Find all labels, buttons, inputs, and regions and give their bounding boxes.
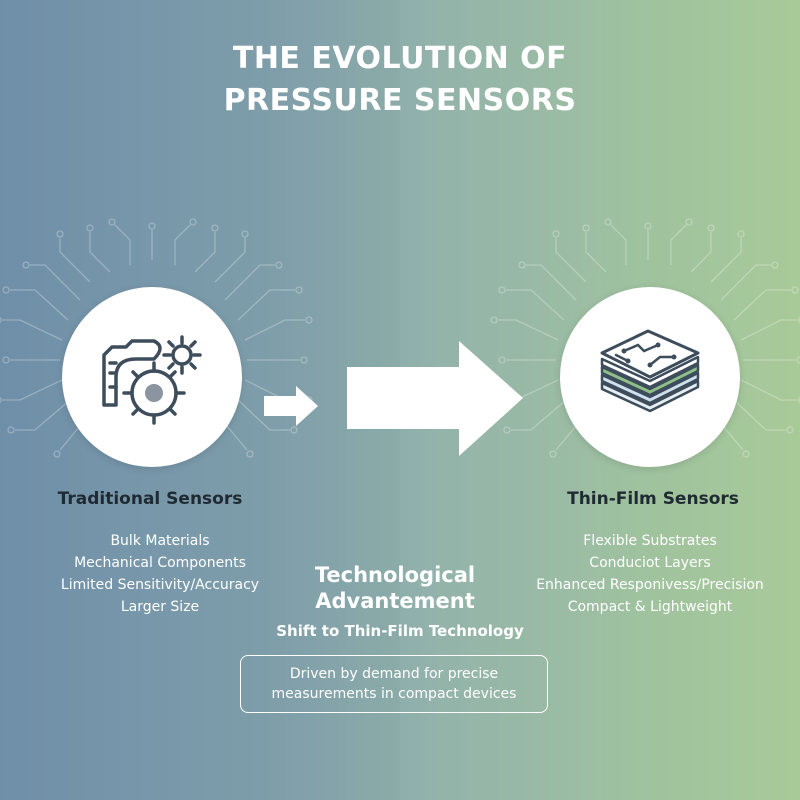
demand-note-box: Driven by demand for precise measurement… bbox=[240, 655, 548, 713]
feature-item: Flexible Substrates bbox=[583, 533, 717, 549]
title-line-1: THE EVOLUTION OF bbox=[232, 41, 568, 76]
feature-item: Compact & Lightweight bbox=[567, 599, 733, 615]
gears-mechanism-icon bbox=[102, 335, 202, 425]
center-title-line-1: Technological bbox=[314, 563, 476, 587]
feature-item: Bulk Materials bbox=[110, 533, 210, 549]
feature-item: Mechanical Components bbox=[74, 555, 246, 571]
feature-item: Enhanced Responivess/Precision bbox=[536, 577, 764, 593]
note-line-2: measurements in compact devices bbox=[271, 686, 517, 702]
traditional-sensors-heading: Traditional Sensors bbox=[57, 489, 243, 509]
page-title: THE EVOLUTION OF PRESSURE SENSORS bbox=[0, 38, 800, 122]
feature-item: Conduciot Layers bbox=[589, 555, 711, 571]
thin-film-sensors-heading: Thin-Film Sensors bbox=[567, 489, 739, 509]
technological-advantement-title: Technological Advantement bbox=[295, 562, 495, 614]
feature-item: Limited Sensitivity/Accuracy bbox=[60, 577, 260, 593]
traditional-sensor-badge bbox=[62, 287, 242, 467]
title-line-2: PRESSURE SENSORS bbox=[223, 83, 577, 118]
thin-film-features-list: Flexible Substrates Conduciot Layers Enh… bbox=[520, 530, 780, 618]
center-title-line-2: Advantement bbox=[315, 589, 475, 613]
layered-film-icon bbox=[600, 329, 700, 413]
shift-subtitle: Shift to Thin-Film Technology bbox=[276, 622, 524, 640]
feature-item: Larger Size bbox=[120, 599, 200, 615]
thin-film-sensor-badge bbox=[560, 287, 740, 467]
traditional-features-list: Bulk Materials Mechanical Components Lim… bbox=[40, 530, 280, 618]
note-line-1: Driven by demand for precise bbox=[289, 666, 499, 682]
